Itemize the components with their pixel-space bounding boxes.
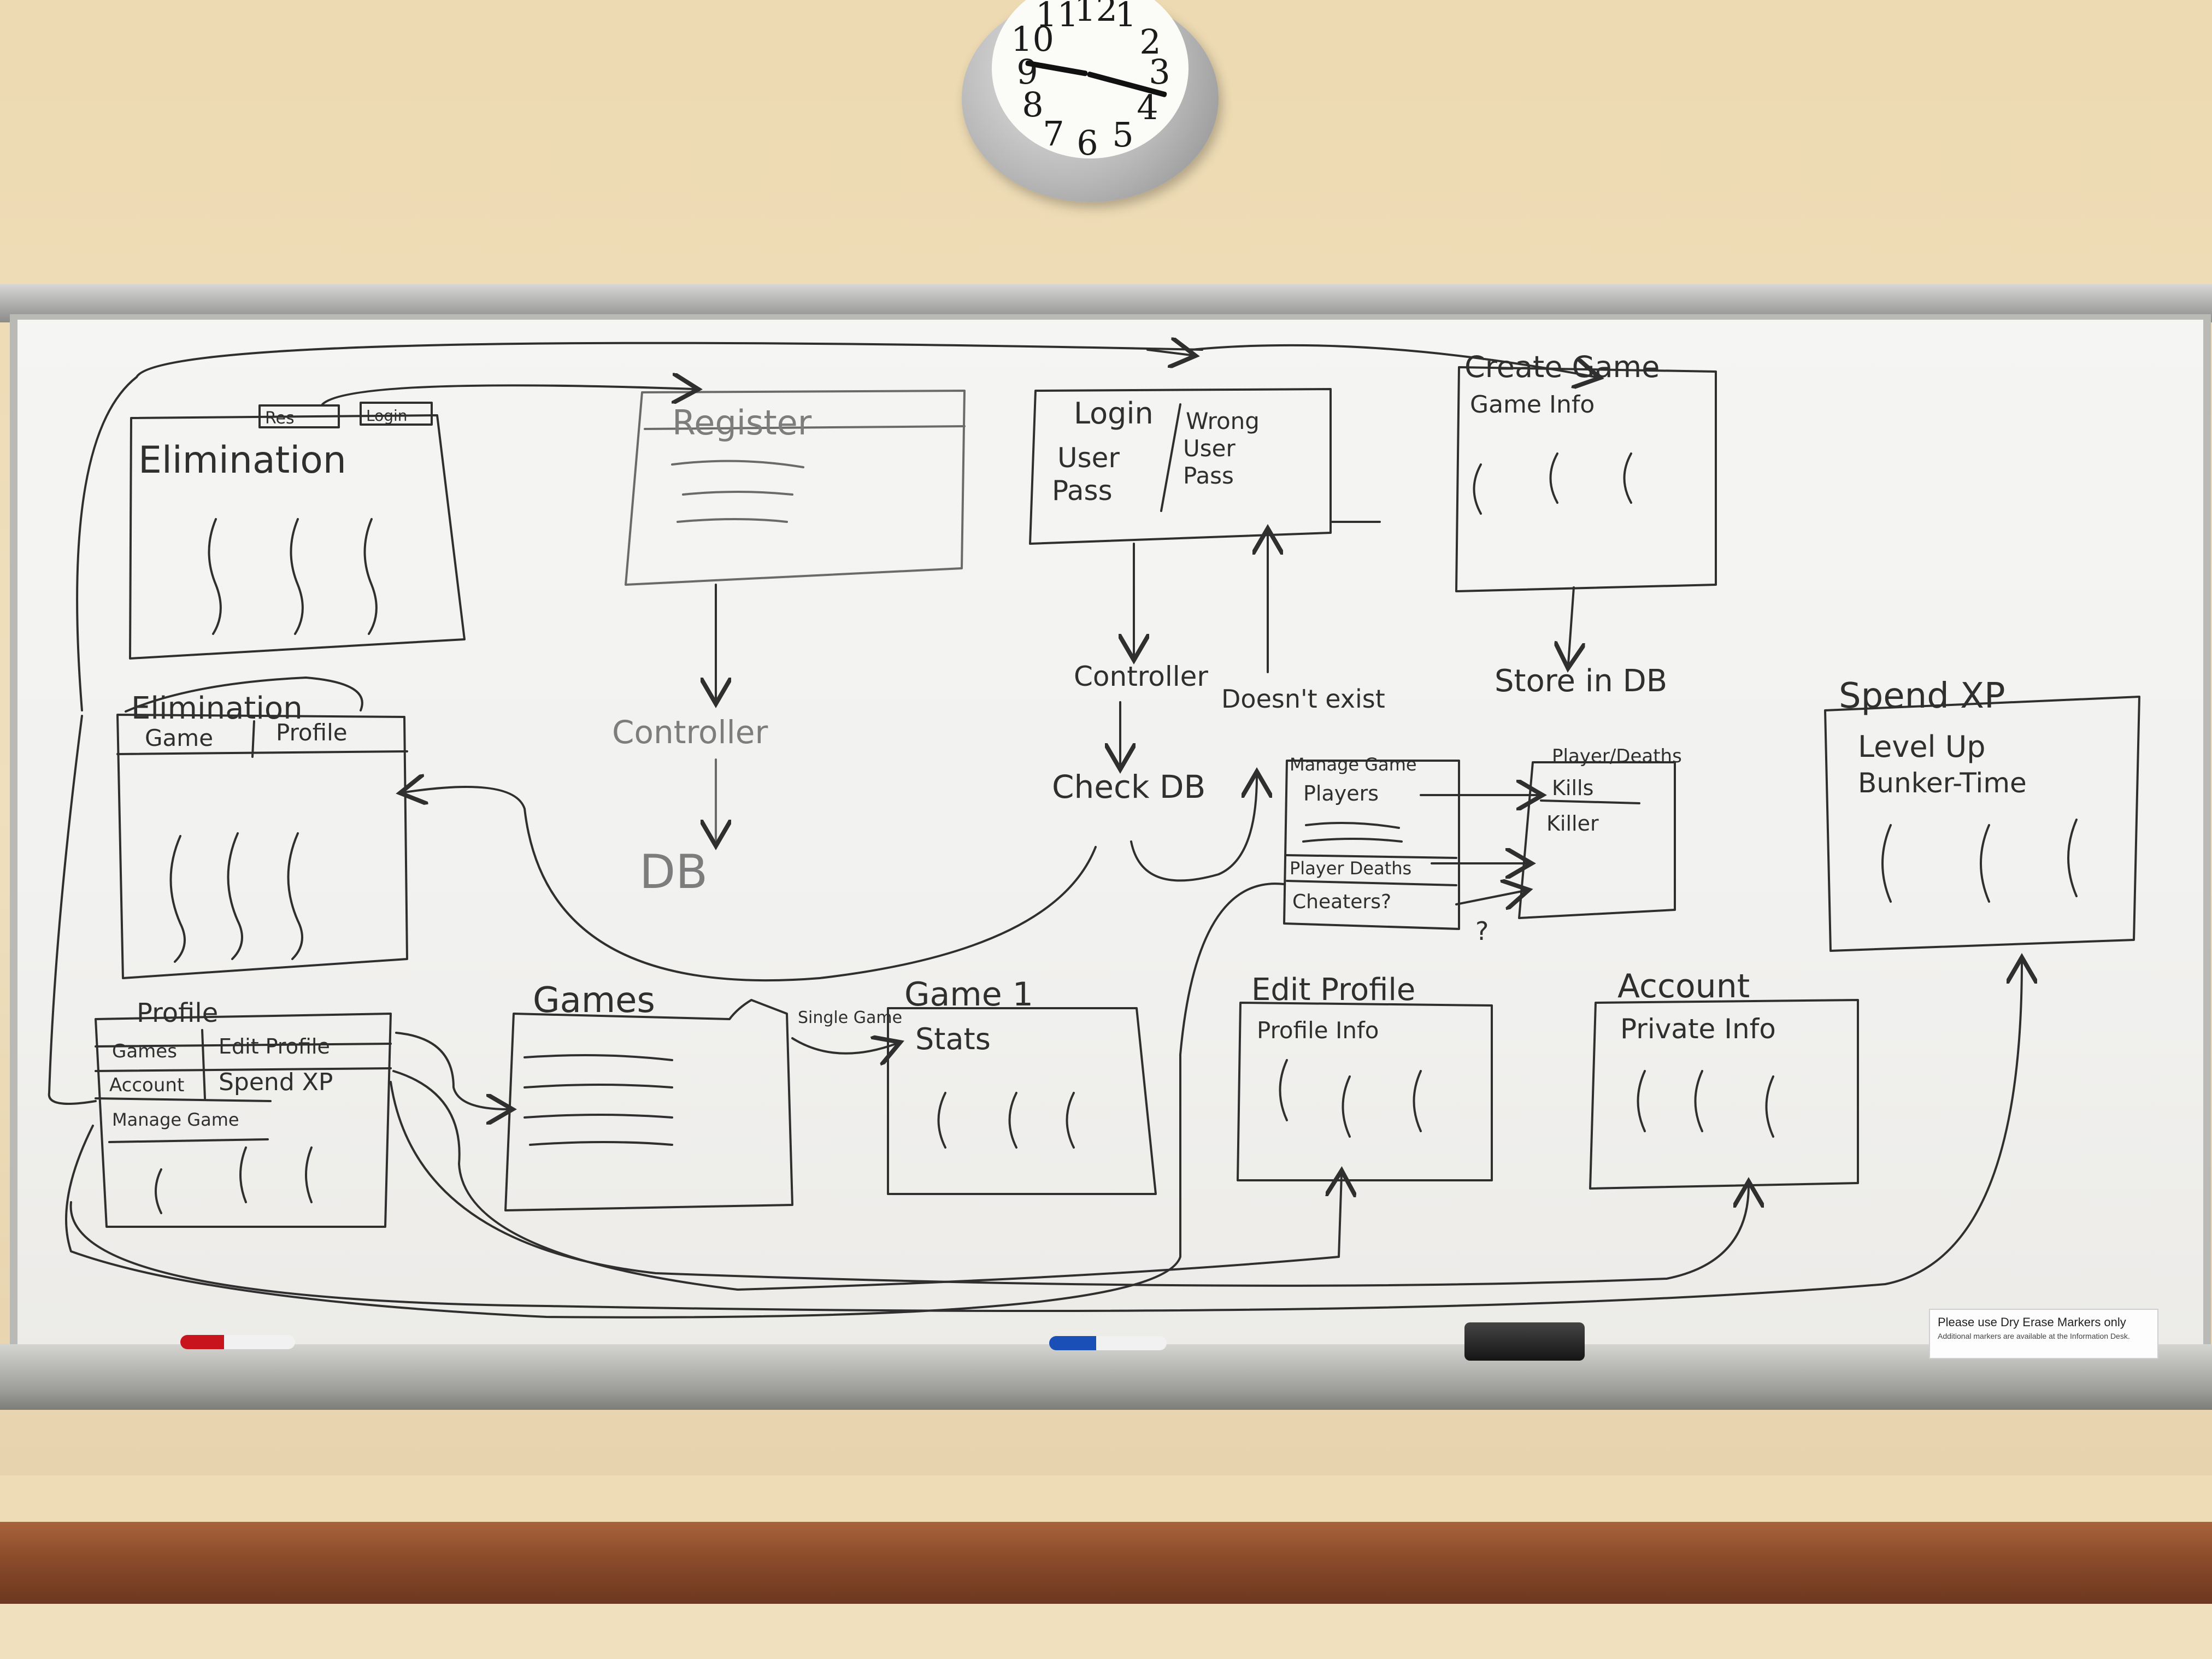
main-title: Elimination	[131, 691, 303, 726]
home-title: Elimination	[138, 439, 346, 482]
create-game-content: Game Info	[1470, 391, 1595, 419]
question-mark: ?	[1475, 916, 1489, 946]
clock-number: 3	[1149, 52, 1170, 92]
profile-button: Manage Game	[112, 1109, 239, 1130]
manage-game-title: Manage Game	[1290, 754, 1417, 775]
register-controller-label: Controller	[612, 714, 768, 751]
game1-content: Stats	[915, 1022, 991, 1056]
wood-trim	[0, 1522, 2212, 1604]
clock-number: 9	[1016, 52, 1038, 92]
main-tab-game: Game	[145, 725, 213, 751]
game1-title: Game 1	[904, 975, 1033, 1014]
check-db-label: Check DB	[1052, 768, 1205, 805]
spend-xp-item: Bunker-Time	[1858, 767, 2027, 799]
account-title: Account	[1617, 967, 1750, 1005]
profile-button: Spend XP	[219, 1068, 333, 1096]
notice-sign: Please use Dry Erase Markers only Additi…	[1929, 1309, 2158, 1359]
clock-number: 7	[1043, 114, 1064, 154]
account-content: Private Info	[1620, 1013, 1776, 1045]
login-user-field: User	[1057, 442, 1120, 474]
spend-xp-item: Level Up	[1858, 730, 1986, 764]
lower-wall	[0, 1604, 2212, 1659]
clock-number: 2	[1139, 22, 1161, 62]
notice-sign-line2: Additional markers are available at the …	[1938, 1332, 2130, 1340]
games-title: Games	[533, 980, 655, 1021]
clock-number: 6	[1076, 123, 1098, 163]
eraser	[1464, 1322, 1585, 1361]
doesnt-exist-label: Doesn't exist	[1221, 684, 1385, 714]
login-controller-label: Controller	[1074, 661, 1208, 692]
spend-xp-title: Spend XP	[1839, 676, 2005, 716]
manage-game-row: Cheaters?	[1292, 891, 1391, 913]
red-marker	[180, 1335, 295, 1349]
register-title: Register	[672, 403, 812, 443]
kills-row: Kills	[1552, 776, 1593, 800]
kills-header: Player/Deaths	[1552, 745, 1682, 767]
register-db-label: DB	[639, 845, 708, 899]
profile-button: Edit Profile	[219, 1034, 330, 1058]
create-game-title: Create Game	[1464, 350, 1660, 384]
notice-sign-line1: Please use Dry Erase Markers only	[1938, 1315, 2126, 1329]
login-error-line: User	[1183, 435, 1236, 462]
store-in-db-label: Store in DB	[1495, 663, 1667, 699]
single-game-label: Single Game	[798, 1008, 902, 1027]
clock-number: 8	[1022, 85, 1044, 125]
whiteboard	[10, 314, 2211, 1366]
blue-marker	[1049, 1336, 1167, 1350]
kills-row: Killer	[1546, 811, 1599, 836]
edit-profile-content: Profile Info	[1257, 1017, 1379, 1044]
main-tab-profile: Profile	[276, 719, 348, 746]
manage-game-row: Players	[1303, 781, 1379, 805]
profile-button: Account	[109, 1074, 184, 1096]
login-error-line: Pass	[1183, 462, 1234, 489]
login-pass-field: Pass	[1052, 475, 1113, 507]
home-login-button: Login	[366, 407, 408, 425]
edit-profile-title: Edit Profile	[1251, 972, 1415, 1008]
marker-tray	[0, 1344, 2212, 1410]
profile-title: Profile	[137, 998, 218, 1028]
clock-number: 1	[1115, 0, 1137, 34]
home-res-button: Res	[265, 409, 295, 428]
login-title: Login	[1074, 396, 1154, 431]
clock-number: 5	[1112, 115, 1134, 155]
profile-button: Games	[112, 1040, 177, 1062]
clock-face	[992, 0, 1189, 158]
login-error-line: Wrong	[1186, 408, 1260, 434]
manage-game-row: Player Deaths	[1290, 858, 1411, 879]
